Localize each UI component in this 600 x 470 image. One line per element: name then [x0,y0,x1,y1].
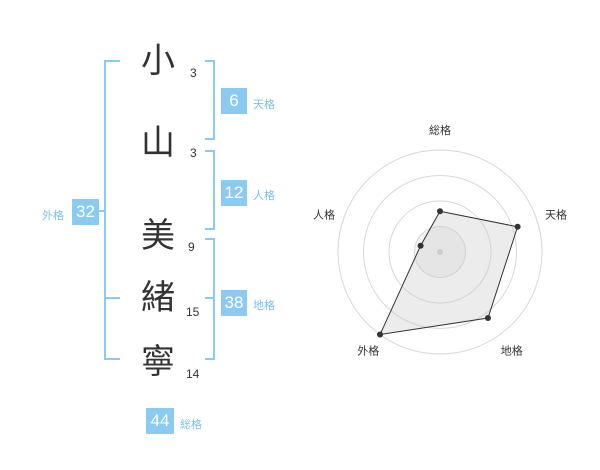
soukaku-value: 44 [146,408,174,434]
radar-point-1 [437,208,443,215]
radar-ring [363,175,517,329]
gaikaku-bracket-top [104,60,120,62]
gaikaku-label: 外格 [42,209,64,222]
gaikaku-bracket-mid [104,297,120,299]
jinkaku-label: 人格 [253,189,275,202]
radar-axis-label-3: 地格 [501,344,523,358]
tenkaku-label: 天格 [253,98,275,111]
tenkaku-bracket [213,60,215,140]
radar-axis-label-5: 人格 [313,207,335,221]
jinkaku-bracket-bottom [205,228,215,230]
stroke-count-2: 3 [190,146,197,160]
radar-point-5 [417,242,424,249]
name-char-2: 山 [141,123,175,163]
radar-ring [388,200,492,304]
name-char-5: 寧 [141,342,175,382]
stroke-count-5: 14 [186,367,200,381]
tenkaku-value: 6 [221,88,247,114]
chikaku-bracket-bottom [205,358,215,360]
tenkaku-bracket-bottom [205,138,215,140]
name-char-1: 小 [141,41,175,81]
name-char-4: 緒 [141,278,175,318]
jinkaku-bracket-top [205,150,215,152]
stroke-count-1: 3 [190,66,197,80]
chikaku-bracket-top [205,238,215,240]
radar-point-2 [514,223,521,230]
chikaku-value: 38 [221,290,247,316]
radar-axis-label-1: 総格 [429,123,451,137]
stroke-count-4: 15 [186,305,200,319]
name-char-3: 美 [141,216,175,256]
radar-axis-label-4: 外格 [357,344,379,358]
jinkaku-bracket [213,150,215,230]
radar-center [437,249,443,255]
tenkaku-bracket-top [205,60,215,62]
chikaku-label: 地格 [253,299,275,312]
soukaku-label: 総格 [180,418,202,431]
radar-point-4 [377,331,384,338]
chikaku-bracket [213,238,215,360]
radar-axis-label-2: 天格 [545,207,567,221]
jinkaku-value: 12 [221,180,247,206]
radar-ring [337,149,543,355]
gaikaku-bracket-bottom [104,358,120,360]
radar-point-3 [484,315,491,322]
gaikaku-value: 32 [72,199,99,225]
chikaku-bracket-mid [205,297,215,299]
radar-series-polygon [379,210,519,336]
gaikaku-bracket-tick [98,210,106,212]
stroke-count-3: 9 [188,240,195,254]
